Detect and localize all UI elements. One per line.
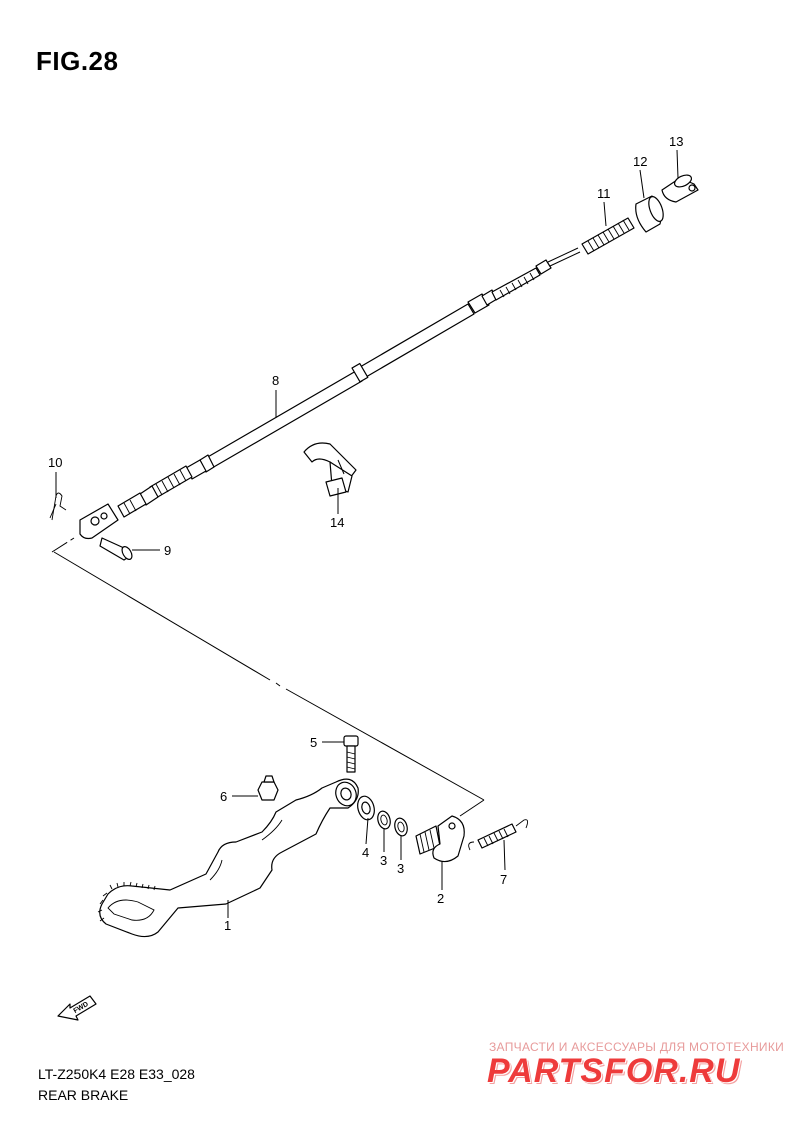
brake-cable [79,247,581,540]
callout-1: 1 [224,918,231,933]
callout-7: 7 [500,872,507,887]
callout-3a: 3 [380,853,387,868]
brake-pedal [97,778,359,938]
callout-10: 10 [48,455,62,470]
watermark-tagline: ЗАПЧАСТИ И АКСЕССУАРЫ ДЛЯ МОТОТЕХНИКИ [489,1040,785,1054]
callout-12: 12 [633,154,647,169]
callout-8: 8 [272,373,279,388]
brake-arm [415,815,465,863]
figure-title: FIG.28 [36,46,119,76]
return-spring [468,819,529,851]
clevis-pin [99,537,133,561]
watermark-logo: PARTSFOR.RU [487,1052,741,1090]
callout-6: 6 [220,789,227,804]
cable-joint [661,174,699,203]
cable-collar [635,195,664,233]
callout-2: 2 [437,891,444,906]
model-code: LT-Z250K4 E28 E33_028 [38,1066,195,1082]
cotter-pin [49,492,67,521]
cable-spring [581,217,635,255]
pedal-nut [257,775,279,801]
pedal-bolt [343,735,359,773]
leader-lines [55,149,679,918]
callout-9: 9 [164,543,171,558]
forward-arrow-icon: FWD [57,995,97,1021]
callout-13: 13 [669,134,683,149]
o-ring [377,810,391,830]
callout-4: 4 [362,845,369,860]
connection-line [51,537,485,817]
section-title: REAR BRAKE [38,1087,129,1103]
o-ring [394,817,408,837]
callout-3b: 3 [397,861,404,876]
callout-14: 14 [330,515,344,530]
callout-11: 11 [597,186,611,201]
cable-guide [303,442,357,497]
callouts: 1 2 3 3 4 5 6 7 8 9 10 11 12 13 14 [48,134,683,933]
callout-5: 5 [310,735,317,750]
washer [357,795,375,821]
